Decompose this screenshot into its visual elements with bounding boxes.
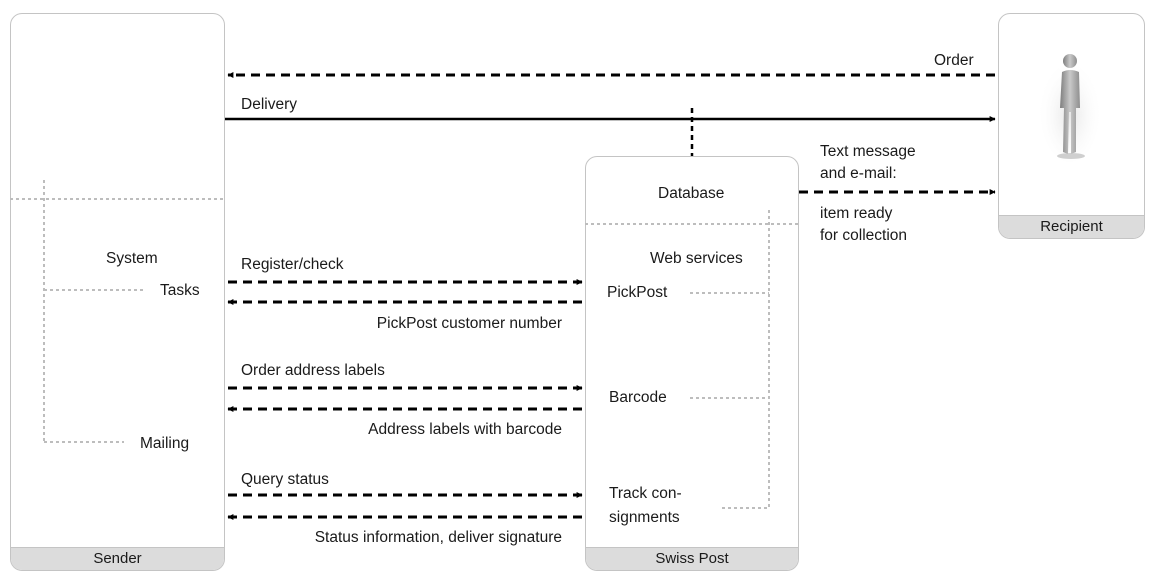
mailing-label: Mailing bbox=[140, 435, 190, 452]
query-status-label: Query status bbox=[241, 471, 329, 488]
swiss-post-box: Swiss Post bbox=[585, 156, 799, 571]
text-message-line1: Text message bbox=[820, 143, 916, 160]
swiss-post-label: Swiss Post bbox=[586, 547, 798, 570]
sender-box: Sender bbox=[10, 13, 225, 571]
text-message-line4: for collection bbox=[820, 227, 908, 244]
tasks-label: Tasks bbox=[160, 282, 200, 299]
person-icon bbox=[1040, 54, 1100, 162]
sender-label: Sender bbox=[11, 547, 224, 570]
web-services-label: Web services bbox=[650, 250, 743, 267]
text-message-line2: and e-mail: bbox=[820, 165, 897, 182]
order-labels-label: Order address labels bbox=[241, 362, 385, 379]
pickpost-number-label: PickPost customer number bbox=[376, 315, 562, 332]
track-label-line2: signments bbox=[609, 509, 680, 526]
address-labels-label: Address labels with barcode bbox=[368, 421, 562, 438]
pickpost-label: PickPost bbox=[607, 284, 668, 301]
text-message-line3: item ready bbox=[820, 205, 893, 222]
delivery-label: Delivery bbox=[241, 96, 297, 113]
barcode-label: Barcode bbox=[609, 389, 667, 406]
system-label: System bbox=[106, 250, 158, 267]
status-info-label: Status information, deliver signature bbox=[314, 529, 562, 546]
register-check-label: Register/check bbox=[241, 256, 344, 273]
order-label: Order bbox=[934, 52, 974, 69]
track-label-line1: Track con- bbox=[609, 485, 682, 502]
recipient-label: Recipient bbox=[999, 215, 1144, 238]
database-label: Database bbox=[658, 185, 725, 202]
